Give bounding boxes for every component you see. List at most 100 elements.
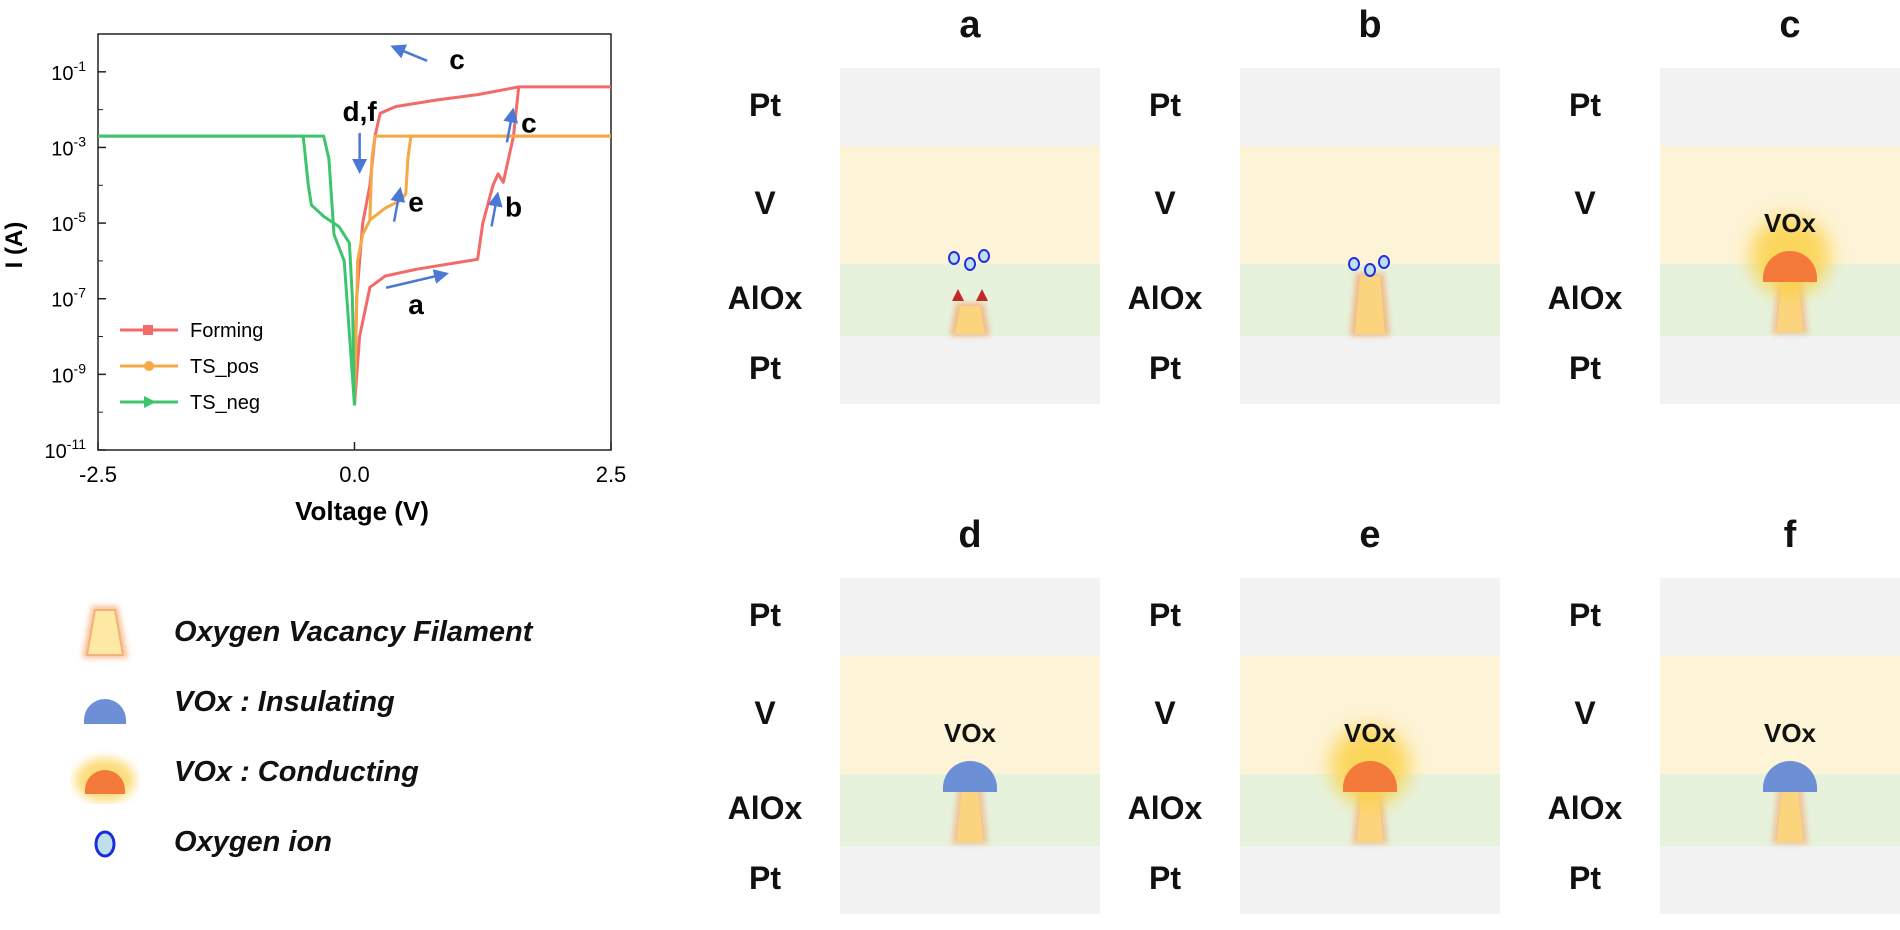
layer-label-pt-bottom: Pt: [749, 860, 781, 896]
annotation-arrow: [487, 191, 503, 227]
legend-marker: [143, 325, 153, 335]
annotation-arrow: [390, 186, 406, 222]
layer-label-alox: AlOx: [1127, 790, 1203, 826]
up-arrow-icon: [976, 289, 988, 301]
annotation-arrow: [390, 44, 428, 62]
x-tick-label: 0.0: [339, 462, 370, 487]
y-tick-label: 10-9: [51, 360, 86, 387]
layer-label-alox: AlOx: [727, 280, 803, 316]
legend-row-vox-conducting: VOx : Conducting: [70, 740, 419, 804]
layer-label-pt-bottom: Pt: [1569, 860, 1601, 896]
device-stack: VOx: [1660, 578, 1900, 918]
device-stack: [1240, 68, 1500, 408]
legend-row-oxygen-ion: Oxygen ion: [70, 810, 332, 874]
annotation-label: a: [408, 289, 424, 320]
layer-label-v: V: [1154, 695, 1176, 731]
vox-label: VOx: [1763, 718, 1817, 748]
oxygen-ion-icon: [1348, 257, 1360, 271]
layer-label-v: V: [1154, 185, 1176, 221]
layer-label-pt-top: Pt: [1569, 87, 1601, 123]
layer-label-pt-bottom: Pt: [1149, 860, 1181, 896]
device-stack: VOx: [1660, 68, 1900, 408]
series-line-ts-neg-return: [98, 134, 356, 406]
layer-pt-bottom: [1240, 846, 1500, 914]
device-stack: [840, 68, 1100, 408]
y-tick-label: 10-11: [45, 436, 87, 463]
layer-v: [1240, 146, 1500, 264]
layer-label-v: V: [754, 695, 776, 731]
layer-label-v: V: [1574, 695, 1596, 731]
layer-label-alox: AlOx: [1547, 790, 1623, 826]
layer-pt-top: [1660, 68, 1900, 146]
legend-label-vox-insulating: VOx : Insulating: [174, 685, 395, 718]
layer-label-pt-top: Pt: [749, 87, 781, 123]
x-tick-label: 2.5: [596, 462, 627, 487]
series-line-ts-pos-return: [368, 134, 611, 221]
device-stack: VOx: [1240, 578, 1500, 918]
panel-title: f: [1783, 514, 1797, 556]
oxygen-ion-icon: [978, 249, 990, 263]
annotation-label: e: [408, 187, 424, 218]
annotation-arrow: [503, 107, 519, 143]
layer-label-pt-top: Pt: [1149, 597, 1181, 633]
vox-conducting-icon: [75, 758, 135, 802]
y-axis-label: I (A): [1, 222, 28, 269]
layer-pt-bottom: [1660, 846, 1900, 914]
legend-label: TS_neg: [190, 392, 260, 414]
layer-pt-top: [840, 578, 1100, 656]
panel-title: b: [1358, 4, 1382, 46]
layer-pt-top: [840, 68, 1100, 146]
layer-pt-top: [1240, 68, 1500, 146]
series-line-forming-return: [353, 85, 519, 406]
oxygen-vacancy-filament-icon: [957, 788, 983, 842]
legend-label-vox-conducting: VOx : Conducting: [174, 755, 419, 788]
layer-pt-bottom: [840, 846, 1100, 914]
vox-conducting-icon: [1763, 251, 1817, 282]
legend-label-filament: Oxygen Vacancy Filament: [174, 615, 533, 648]
series-line-ts-pos: [353, 134, 611, 406]
legend-marker: [144, 396, 156, 408]
legend-row-vox-insulating: VOx : Insulating: [70, 670, 395, 734]
layer-label-alox: AlOx: [1127, 280, 1203, 316]
layer-v: [840, 146, 1100, 264]
device-overlay: [1348, 255, 1390, 336]
device-stack: VOx: [840, 578, 1100, 918]
x-axis-label: Voltage (V): [295, 496, 429, 526]
series-line-forming: [353, 85, 611, 406]
y-axis-ticks: 10-110-310-510-710-910-11: [45, 58, 106, 463]
y-tick-label: 10-3: [51, 133, 86, 160]
device-overlay: [948, 249, 990, 336]
vox-conducting-icon: [1343, 761, 1397, 792]
layer-pt-bottom: [1660, 336, 1900, 404]
vox-insulating-icon: [1763, 761, 1817, 792]
symbol-legend: Oxygen Vacancy Filament VOx : Insulating…: [70, 600, 630, 920]
device-overlay: [1750, 216, 1830, 334]
oxygen-ion-icon: [1378, 255, 1390, 269]
device-overlay: [943, 761, 997, 844]
layer-pt-top: [1240, 578, 1500, 656]
y-tick-label: 10-5: [51, 209, 86, 236]
annotation-label: c: [521, 107, 537, 138]
series-line-ts-neg: [98, 134, 356, 406]
layer-label-v: V: [1574, 185, 1596, 221]
x-tick-label: -2.5: [79, 462, 117, 487]
layer-v: [1660, 656, 1900, 774]
layer-label-alox: AlOx: [727, 790, 803, 826]
y-tick-label: 10-1: [51, 58, 86, 85]
layer-pt-top: [1660, 578, 1900, 656]
oxygen-vacancy-filament-icon: [955, 306, 985, 334]
plot-series: [98, 85, 611, 406]
layer-label-alox: AlOx: [1547, 280, 1623, 316]
panel-title: d: [958, 514, 982, 556]
panel-title: a: [959, 4, 981, 46]
legend-marker: [144, 361, 154, 371]
layer-label-pt-bottom: Pt: [1149, 350, 1181, 386]
oxygen-ion-icon: [94, 830, 116, 858]
layer-label-pt-top: Pt: [1569, 597, 1601, 633]
